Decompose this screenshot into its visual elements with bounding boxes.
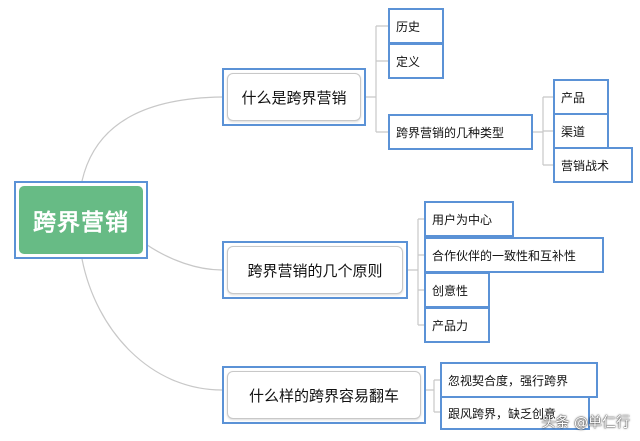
leaf-product[interactable]: 产品 [553, 79, 609, 115]
leaf-definition[interactable]: 定义 [388, 43, 444, 79]
branch-failure[interactable]: 什么样的跨界容易翻车 [222, 366, 426, 424]
connector-root-b2 [139, 239, 223, 271]
branch-label: 什么样的跨界容易翻车 [227, 371, 421, 419]
leaf-partner-consistency[interactable]: 合作伙伴的一致性和互补性 [424, 237, 604, 273]
watermark: 头条 @单仁行 [541, 415, 630, 431]
leaf-forced-crossover[interactable]: 忽视契合度，强行跨界 [440, 362, 598, 398]
branch-principles[interactable]: 跨界营销的几个原则 [222, 241, 408, 299]
leaf-history[interactable]: 历史 [388, 8, 444, 44]
branch-label: 什么是跨界营销 [227, 73, 361, 121]
connector-b3-children [426, 379, 440, 413]
leaf-user-centered[interactable]: 用户为中心 [424, 201, 514, 237]
root-node[interactable]: 跨界营销 [14, 181, 148, 259]
branch-what-is[interactable]: 什么是跨界营销 [222, 68, 366, 126]
connector-root-b3 [81, 258, 223, 391]
leaf-creativity[interactable]: 创意性 [424, 272, 490, 308]
connector-b1-children [366, 25, 388, 133]
leaf-lack-creativity[interactable]: 跟风跨界，缺乏创意 [440, 396, 590, 430]
leaf-types[interactable]: 跨界营销的几种类型 [388, 114, 533, 150]
connector-b2-children [408, 218, 424, 326]
root-label: 跨界营销 [19, 186, 143, 254]
leaf-product-power[interactable]: 产品力 [424, 307, 490, 343]
leaf-tactics[interactable]: 营销战术 [553, 147, 633, 183]
connector-types-sub [533, 96, 553, 166]
leaf-channel[interactable]: 渠道 [553, 113, 609, 149]
branch-label: 跨界营销的几个原则 [227, 246, 403, 294]
connector-root-b1 [81, 96, 223, 182]
